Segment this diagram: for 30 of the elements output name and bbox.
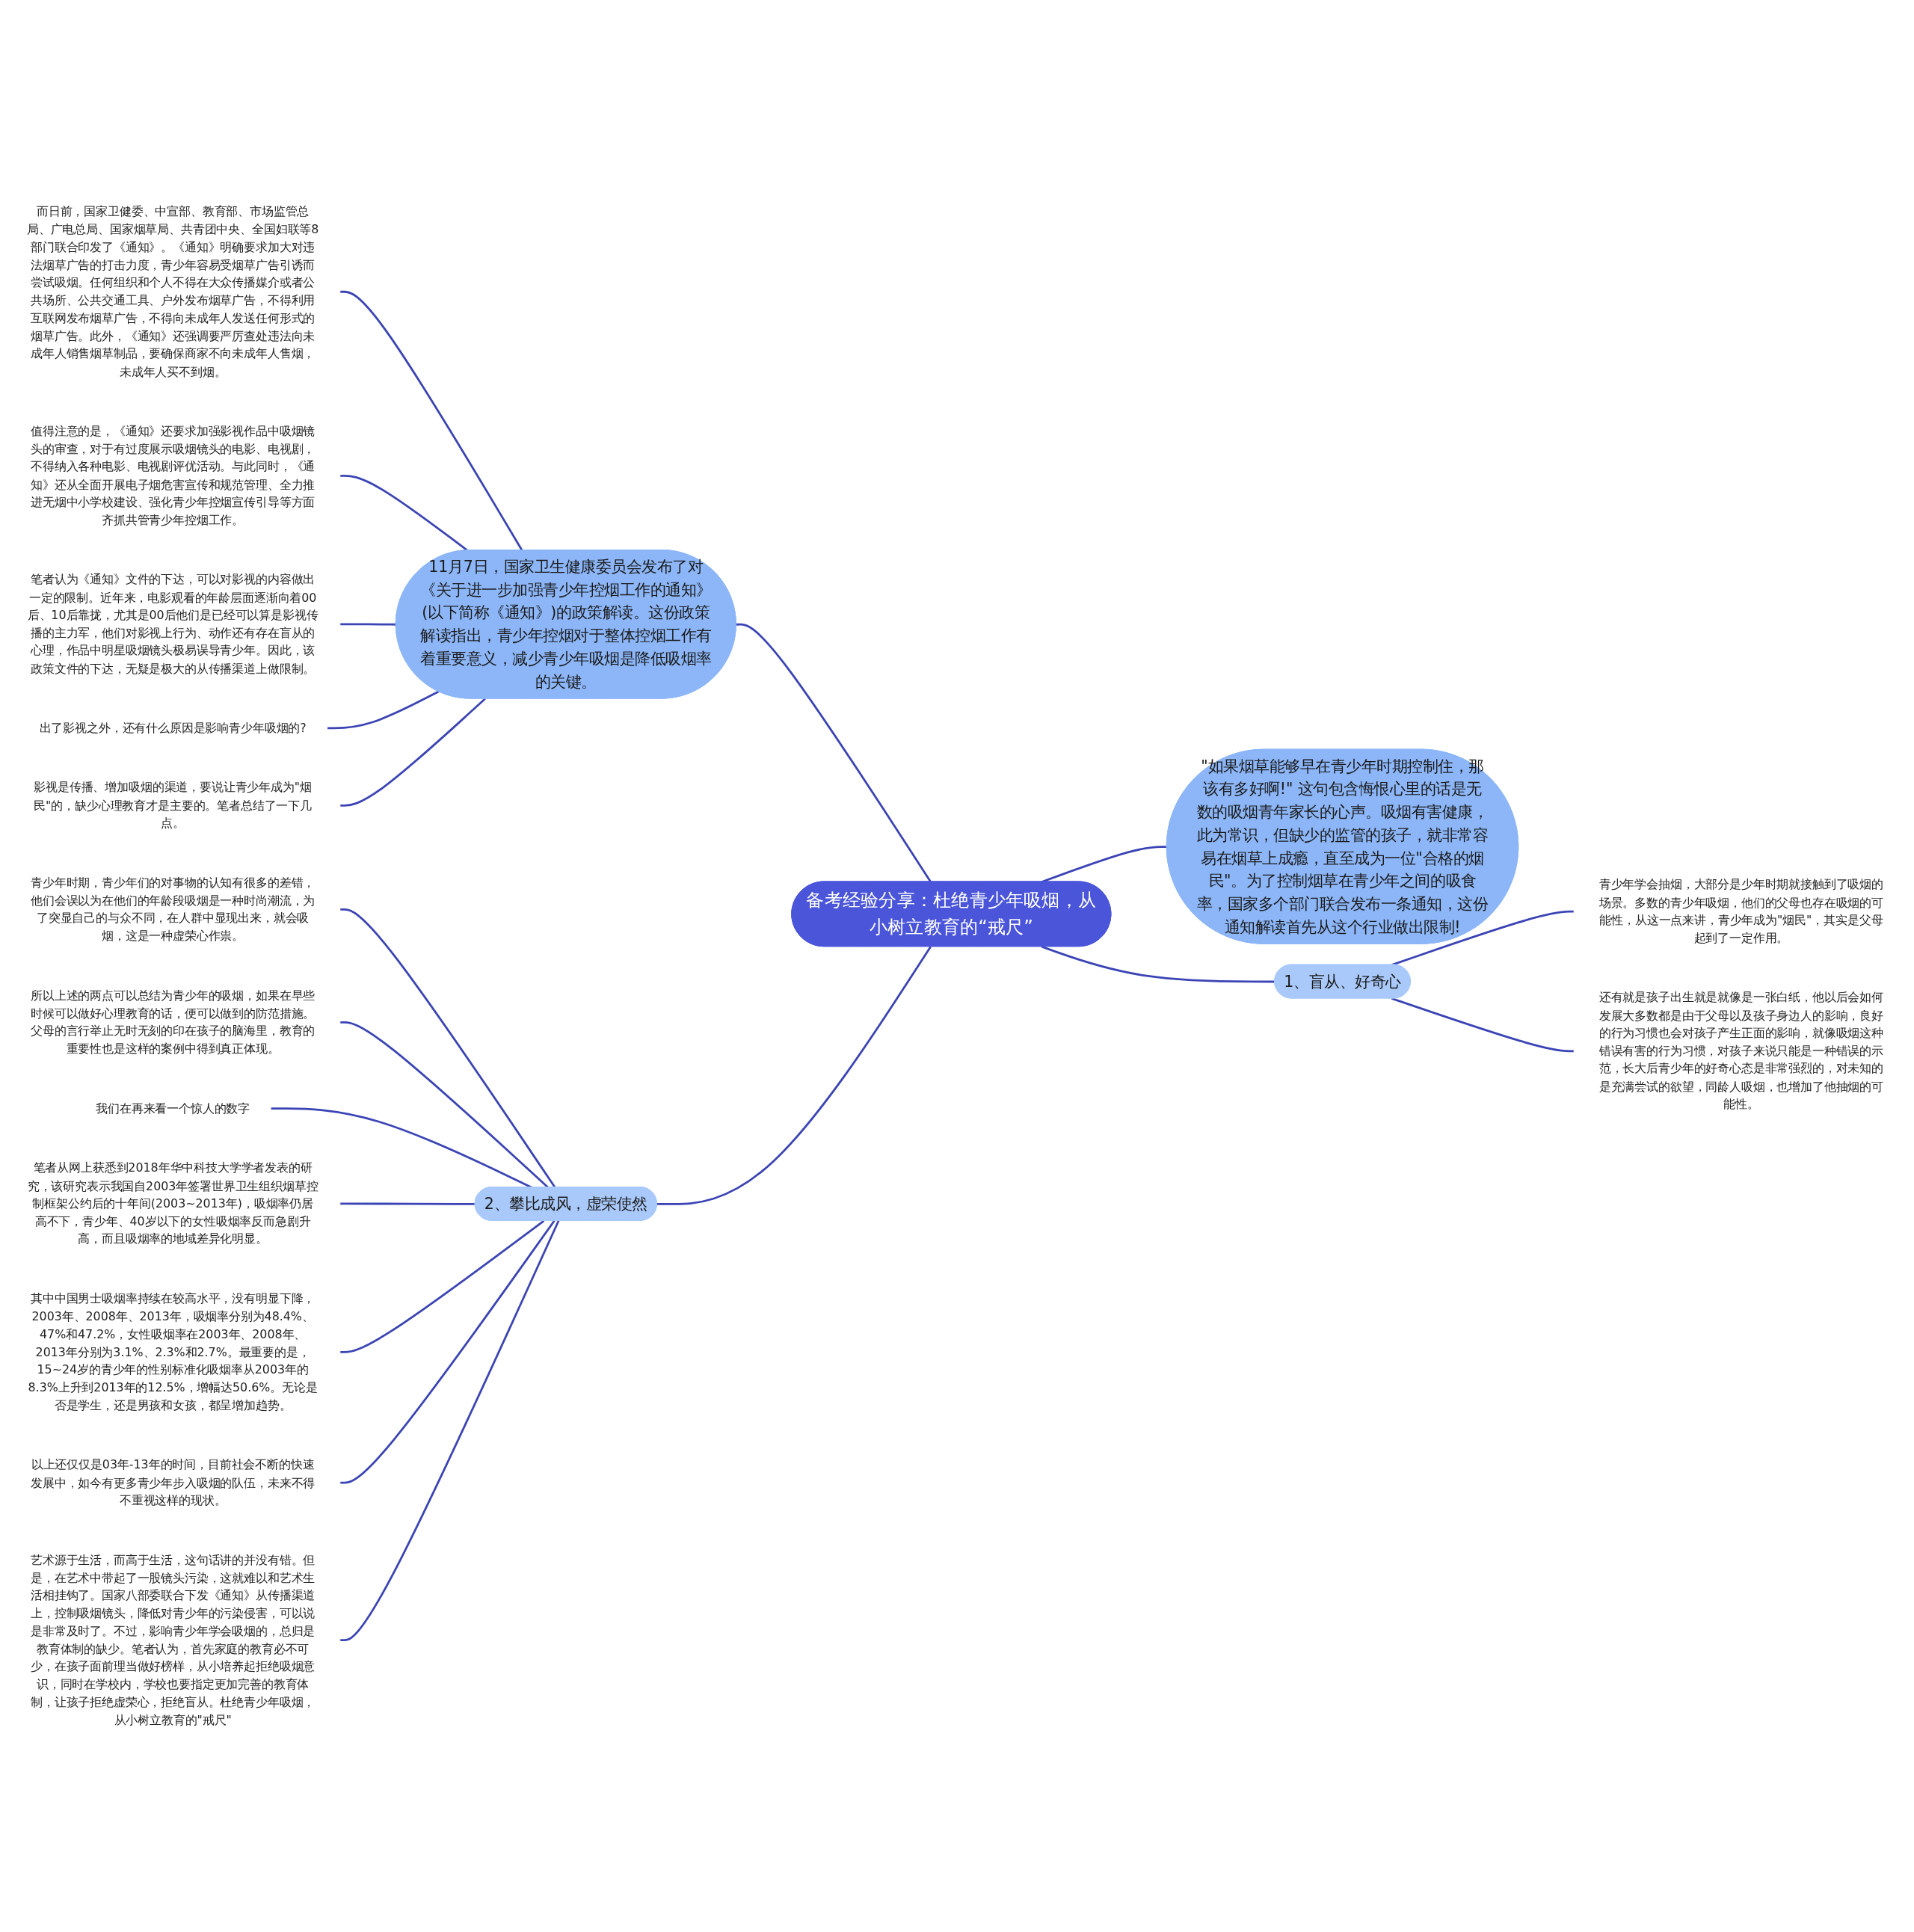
node-text: 值得注意的是，《通知》还要求加强影视作品中吸烟镜头的审查，对于有过度展示吸烟镜头的电影、电视剧，不得纳入各种电影、电视剧评优活动。与此同时，《通知》还从全面开展电子烟危害宣传和规范管理、全力推进无烟中小学校建设、强化青少年控烟宣传引导等方面齐抓共管青少年控烟工作。 <box>31 423 316 527</box>
node-text: 其中中国男士吸烟率持续在较高水平，没有明显下降，2003年、2008年、2013年，吸烟率分别为48.4%、47%和47.2%，女性吸烟率在2003年、2008年、2013年分别为3.1%、2.3%和2.7%。最重要的是，15~24岁的青少年的性别标准化吸烟率从2003年的8.3%上升到2013年的12.5%，增幅达50.6%。无论是否是学生，还是男孩和女孩，都呈增加趋势。 <box>28 1291 318 1412</box>
connector <box>1041 945 1276 983</box>
connector <box>1391 910 1575 967</box>
connector <box>339 1219 545 1353</box>
node-text: 笔者认为《通知》文件的下达，可以对影视的内容做出一定的限制。近年来，电影观看的年龄层面逐渐向着00后、10后靠拢，尤其是00后他们是已经可以算是影视传播的主力军，他们对影视上行为、动作还有存在盲从的心理，作品中明星吸烟镜头极易误导青少年。因此，该政策文件的下达，无疑是极大的从传播渠道上做限制。 <box>27 572 319 675</box>
node-text: 艺术源于生活，而高于生活，这句话讲的并没有错。但是，在艺术中带起了一股镜头污染，这就难以和艺术生活相挂钩了。国家八部委联合下发《通知》从传播渠道上，控制吸烟镜头，降低对青少年的污染侵害，可以说是非常及时了。不过，影响青少年学会吸烟的，总归是教育体制的缺少。笔者认为，首先家庭的教育必不可少，在孩子面前理当做好榜样，从小培养起拒绝吸烟意识，同时在学校内，学校也要指定更加完善的教育体制，让孩子拒绝虚荣心，拒绝盲从。杜绝青少年吸烟，从小树立教育的"戒尺" <box>31 1552 316 1727</box>
connector <box>339 1220 556 1484</box>
node-text: 影视是传播、增加吸烟的渠道，要说让青少年成为"烟民"的，缺少心理教育才是主要的。笔者总结了一下几点。 <box>34 780 312 830</box>
node-text: 我们在再来看一个惊人的数字 <box>96 1101 250 1116</box>
connector <box>339 623 396 626</box>
connector <box>339 475 468 552</box>
node-text: 所以上述的两点可以总结为青少年的吸烟，如果在早些时候可以做好心理教育的话，便可以做到的防范措施。父母的言行举止无时无刻的印在孩子的脑海里，教育的重要性也是这样的案例中得到真正体现。 <box>31 988 316 1056</box>
connector <box>339 1220 560 1642</box>
connector <box>339 908 556 1188</box>
node-text: 出了影视之外，还有什么原因是影响青少年吸烟的? <box>39 720 307 735</box>
node-text: 而日前，国家卫健委、中宣部、教育部、市场监管总局、广电总局、国家烟草局、共青团中央、全国妇联等8部门联合印发了《通知》。《通知》明确要求加大对违法烟草广告的打击力度，青少年容易受烟草广告引诱而尝试吸烟。任何组织和个人不得在大众传播媒介或者公共场所、公共交通工具、户外发布烟草广告，不得利用互联网发布烟草广告，不得向未成年人发送任何形式的烟草广告。此外，《通知》还强调要严厉查处违法向未成年人销售烟草制品，要确保商家不向未成年人售烟，未成年人买不到烟。 <box>26 204 319 378</box>
connector <box>1041 846 1167 883</box>
connector <box>339 1202 476 1205</box>
connector <box>736 623 932 883</box>
connector <box>339 698 486 807</box>
connector <box>339 290 523 551</box>
connector <box>656 946 932 1205</box>
node-text: 青少年学会抽烟，大部分是少年时期就接触到了吸烟的场景。多数的青少年吸烟，他们的父母也存在吸烟的可能性，从这一点来讲，青少年成为"烟民"，其实是父母起到了一定作用。 <box>1598 877 1883 945</box>
connector <box>1391 997 1575 1053</box>
node-text: 青少年时期，青少年们的对事物的认知有很多的差错，他们会误以为在他们的年龄段吸烟是一种时尚潮流，为了突显自己的与众不同，在人群中显现出来，就会吸烟，这是一种虚荣心作祟。 <box>31 875 316 943</box>
node-text: 笔者从网上获悉到2018年华中科技大学学者发表的研究，该研究表示我国自2003年签署世界卫生组织烟草控制框架公约后的十年间(2003~2013年)，吸烟率仍居高不下，青少年、40岁以下的女性吸烟率反而急剧升高，而且吸烟率的地域差异化明显。 <box>27 1160 319 1246</box>
connector <box>327 690 440 730</box>
node-text: 以上还仅仅是03年-13年的时间，目前社会不断的快速发展中，如今有更多青少年步入吸烟的队伍，未来不得不重视这样的现状。 <box>31 1457 316 1507</box>
node-text: 还有就是孩子出生就是就像是一张白纸，他以后会如何发展大多数都是由于父母以及孩子身边人的影响，良好的行为习惯也会对孩子产生正面的影响，就像吸烟这种错误有害的行为习惯，对孩子来说只能是一种错误的示范，长大后青少年的好奇心态是非常强烈的，对未知的是充满尝试的欲望，同龄人吸烟，也增加了他抽烟的可能性。 <box>1598 990 1883 1111</box>
